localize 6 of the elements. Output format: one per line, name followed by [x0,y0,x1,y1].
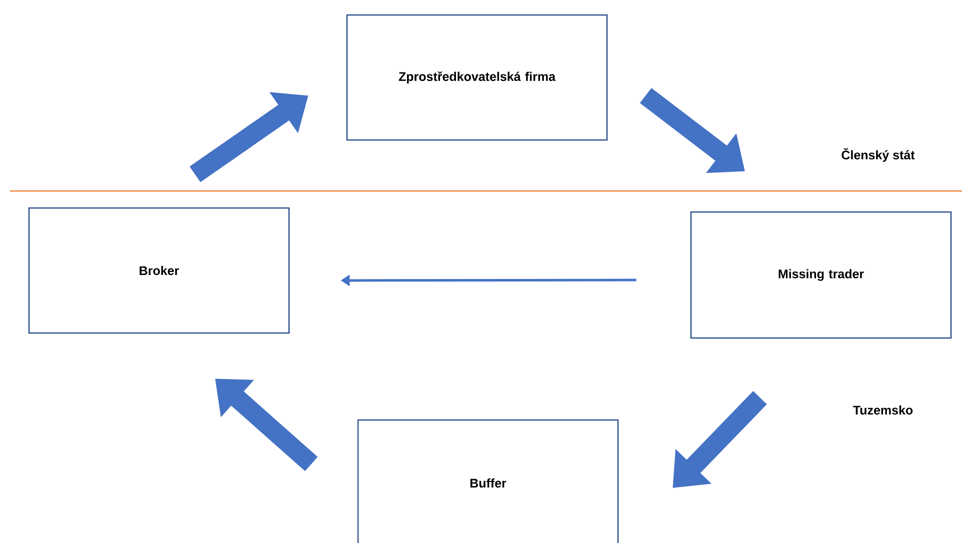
process-box: Broker [28,207,290,334]
region-label: Členský stát [842,148,915,162]
process-box: Missing trader [690,211,952,339]
process-box: Zprostředkovatelská firma [346,14,608,141]
process-box: Buffer [357,419,619,543]
region-label: Tuzemsko [853,405,913,415]
